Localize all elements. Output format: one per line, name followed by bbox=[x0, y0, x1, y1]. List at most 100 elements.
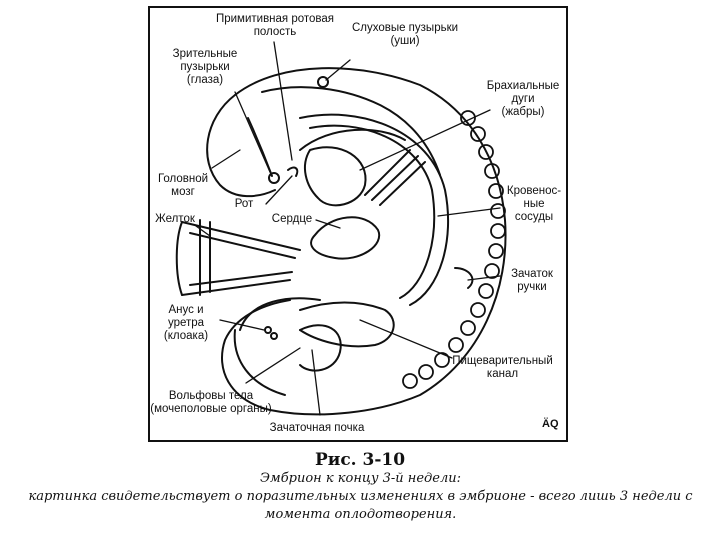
ear-vesicle bbox=[317, 76, 329, 88]
caption-line-3: момента оплодотворения. bbox=[264, 507, 457, 522]
brain-inner bbox=[261, 86, 441, 176]
somites bbox=[402, 110, 506, 389]
label-line: мозг bbox=[171, 186, 195, 198]
somite bbox=[490, 223, 506, 239]
label-line: (жабры) bbox=[501, 106, 545, 118]
caption-line-1: Эмбрион к концу 3-й недели: bbox=[259, 471, 462, 486]
leader-lines bbox=[195, 41, 501, 416]
somite bbox=[488, 183, 504, 199]
label-arm-bud: Зачаток ручки bbox=[500, 268, 564, 294]
cloaca-opening-2 bbox=[270, 332, 278, 340]
label-line: Примитивная ротовая bbox=[215, 13, 335, 25]
leader-vessels bbox=[437, 207, 501, 217]
heart-tube bbox=[310, 216, 381, 260]
label-line: канал bbox=[486, 368, 519, 380]
gut-outline bbox=[299, 301, 395, 348]
label-heart: Сердце bbox=[264, 213, 320, 226]
somite bbox=[490, 203, 506, 219]
cloaca-opening-1 bbox=[264, 326, 272, 334]
label-line: (мочеполовые органы) bbox=[150, 403, 272, 415]
label-line: Зачаточная почка bbox=[269, 422, 365, 434]
mouth-outline bbox=[287, 166, 299, 177]
label-line: Зрительные bbox=[172, 48, 238, 60]
leader-arm-bud bbox=[467, 275, 501, 281]
leader-wolffian bbox=[245, 347, 301, 384]
label-eyes: Зрительные пузырьки (глаза) bbox=[155, 48, 255, 87]
somite bbox=[460, 110, 476, 126]
label-line: полость bbox=[253, 26, 297, 38]
label-line: Сердце bbox=[271, 213, 313, 225]
leader-gills bbox=[359, 109, 491, 171]
leader-mouth-cavity bbox=[273, 41, 293, 161]
leader-cloaca bbox=[219, 319, 265, 331]
label-mouth-cavity: Примитивная ротовая полость bbox=[195, 13, 355, 39]
somite bbox=[484, 263, 500, 279]
label-ears: Слуховые пузырьки (уши) bbox=[335, 22, 475, 48]
label-line: Кровенос- bbox=[506, 185, 562, 197]
label-line: пузырьки bbox=[180, 61, 230, 73]
yolk-stalk-end bbox=[175, 221, 183, 296]
somite bbox=[478, 144, 494, 160]
label-line: (глаза) bbox=[186, 74, 224, 86]
eye-vesicle bbox=[268, 172, 280, 184]
label-yolk: Желток bbox=[150, 213, 200, 226]
label-line: ручки bbox=[517, 281, 547, 293]
leader-gut bbox=[359, 319, 453, 359]
gill-arch-1 bbox=[364, 149, 411, 196]
yolk-stalk-bottom bbox=[181, 279, 291, 296]
leader-ears bbox=[325, 59, 351, 81]
embryo-body-outline bbox=[221, 67, 507, 416]
leader-brain bbox=[211, 149, 241, 169]
label-line: Зачаток bbox=[511, 268, 553, 280]
somite bbox=[484, 163, 500, 179]
caption-line-2: картинка свидетельствует о поразительных… bbox=[28, 489, 693, 504]
label-wolffian: Вольфовы тела (мочеполовые органы) bbox=[146, 390, 276, 416]
label-mouth: Рот bbox=[224, 198, 264, 211]
somite bbox=[470, 302, 486, 318]
label-line: Пищеварительный bbox=[452, 355, 553, 367]
figure-number: Рис. 3-10 bbox=[314, 450, 406, 470]
label-gut: Пищеварительный канал bbox=[445, 355, 560, 381]
label-line: Желток bbox=[155, 213, 195, 225]
gut-tube bbox=[239, 297, 321, 331]
label-gills: Брахиальные дуги (жабры) bbox=[478, 80, 568, 119]
label-leg-bud: Зачаточная почка bbox=[262, 422, 372, 435]
label-cloaca: Анус и уретра (клоака) bbox=[150, 304, 222, 343]
arm-bud bbox=[454, 267, 474, 289]
label-line: сосуды bbox=[514, 211, 554, 223]
pharynx bbox=[299, 128, 406, 151]
leader-yolk bbox=[195, 225, 211, 237]
signature: ÄQ bbox=[542, 418, 559, 430]
tail-outline bbox=[233, 329, 286, 396]
somite bbox=[470, 126, 486, 142]
leader-mouth bbox=[265, 175, 293, 205]
leader-eyes bbox=[234, 91, 271, 173]
blood-vessel-2 bbox=[309, 124, 436, 299]
yolk-stalk-line-1 bbox=[189, 232, 296, 259]
leader-heart bbox=[315, 219, 341, 229]
label-line: Рот bbox=[234, 198, 254, 210]
yolk-stalk-top bbox=[181, 221, 301, 251]
somite bbox=[434, 352, 450, 368]
wolffian-body bbox=[299, 324, 342, 372]
label-line: Анус и bbox=[168, 304, 204, 316]
heart-outline bbox=[303, 146, 367, 207]
label-brain: Головной мозг bbox=[148, 173, 218, 199]
label-line: (клоака) bbox=[163, 330, 209, 342]
label-line: ные bbox=[523, 198, 545, 210]
label-line: Вольфовы тела bbox=[168, 390, 254, 402]
label-line: уретра bbox=[167, 317, 205, 329]
somite bbox=[402, 373, 418, 389]
yolk-stalk-line-2 bbox=[189, 271, 293, 286]
blood-vessel-1 bbox=[299, 113, 449, 306]
brain-outline bbox=[206, 94, 276, 198]
somite bbox=[488, 243, 504, 259]
label-line: Головной bbox=[157, 173, 209, 185]
figure-frame bbox=[148, 6, 568, 442]
label-line: Слуховые пузырьки bbox=[351, 22, 459, 34]
gill-arch-2 bbox=[371, 155, 419, 201]
label-line: (уши) bbox=[390, 35, 420, 47]
somite bbox=[448, 337, 464, 353]
label-vessels: Кровенос- ные сосуды bbox=[500, 185, 568, 224]
